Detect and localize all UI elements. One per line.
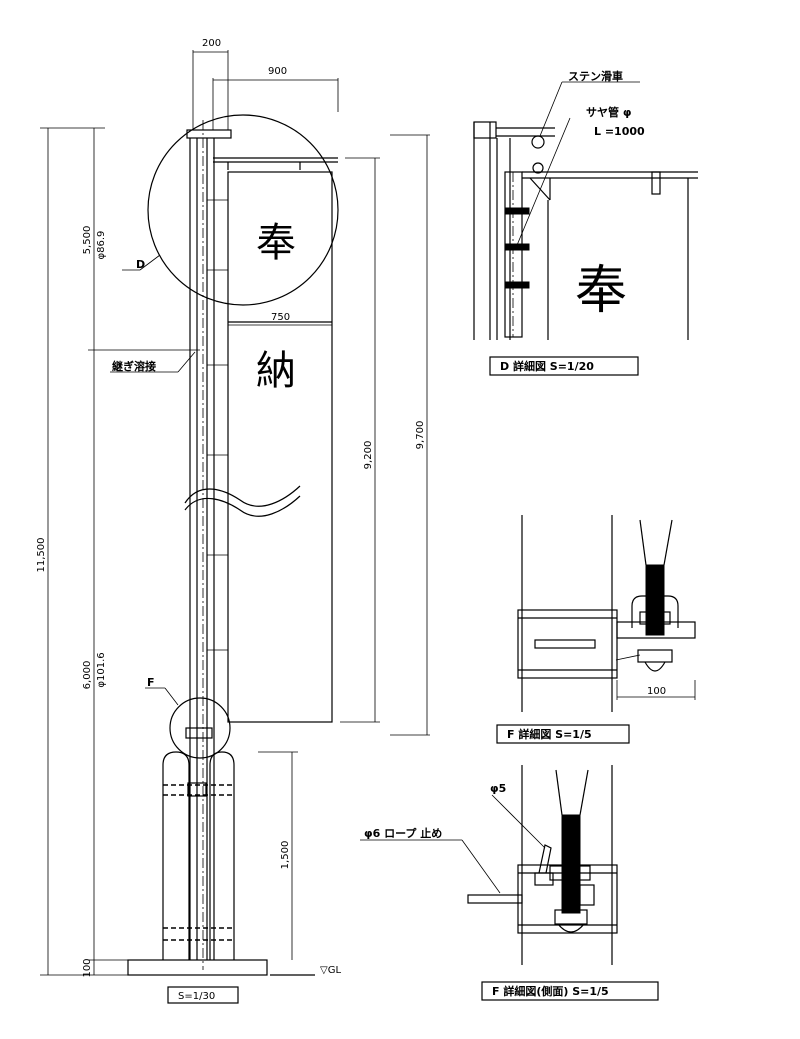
detail-circle-f: F [145,676,231,759]
callout-f: F [147,676,155,689]
banner-char-1: 奉 [256,220,296,266]
detail-f-side: φ5 φ6 ロープ 止め F 詳細図(側面) S=1/5 [360,765,659,1001]
dim-9700-text: 9,700 [415,421,426,450]
callout-d: D [136,258,145,271]
dim-5500-text: 5,500 [82,226,93,255]
detail-f-caption: F 詳細図 S=1/5 [507,727,592,741]
weld-label: 継ぎ溶接 [112,359,156,373]
ground-label: ▽GL [320,965,341,976]
banner: 750 奉 納 [227,171,333,723]
banner-char-2: 納 [256,348,296,394]
detail-f-dim: 100 [647,686,666,697]
detail-f: 100 F 詳細図 S=1/5 [496,515,696,744]
dim-100-text: 100 [82,958,93,977]
weld-callout: 継ぎ溶接 [110,351,196,373]
wire-label: φ5 [490,782,506,795]
pipe-lower-label: φ101.6 [96,652,107,687]
dim-1500-text: 1,500 [280,841,291,870]
main-scale-caption: S=1/30 [178,991,215,1002]
detail-circle-d: D [122,114,339,306]
left-dims: 11,500 5,500 φ86.9 6,000 φ101.6 100 [36,127,200,978]
right-dims: 9,200 9,700 [340,134,430,736]
pulley-label: ステン滑車 [568,69,623,83]
detail-d-caption: D 詳細図 S=1/20 [500,359,594,373]
detail-d: 奉 ステン滑車 サヤ管 φ L =1000 D 詳細図 S=1/20 [473,69,698,376]
base: ▽GL 1,500 [127,751,341,976]
detail-f-side-caption: F 詳細図(側面) S=1/5 [492,984,609,998]
banner-width-text: 750 [271,312,290,323]
dim-11500-text: 11,500 [36,538,47,573]
detail-d-banner-char: 奉 [575,261,627,321]
dim-6000-text: 6,000 [82,661,93,690]
main-caption: S=1/30 [167,986,239,1004]
dim-200: 200 [192,38,229,130]
rope-stop-label: φ6 ロープ 止め [364,826,442,840]
sleeve-length-label: L =1000 [594,125,645,138]
dim-9200-text: 9,200 [363,441,374,470]
dim-200-text: 200 [202,38,221,49]
main-elevation: 200 900 11,500 5,500 φ86.9 6,000 φ101.6 … [36,38,430,1004]
dim-900: 900 [212,66,339,130]
sleeve-label: サヤ管 φ [586,105,631,119]
dim-900-text: 900 [268,66,287,77]
pole [184,120,301,970]
pipe-upper-label: φ86.9 [96,231,107,260]
banner-arm [213,157,338,170]
